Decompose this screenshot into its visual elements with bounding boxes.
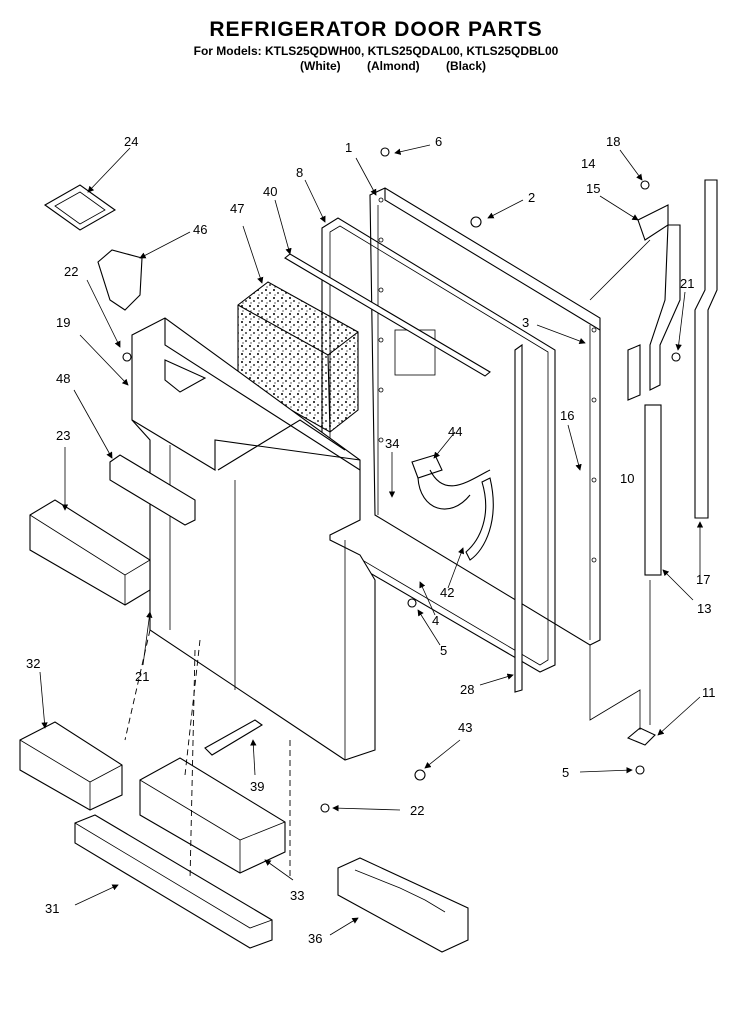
callout-39: 39 xyxy=(250,779,264,794)
callout-10: 10 xyxy=(620,471,634,486)
door-bin-large xyxy=(139,757,286,874)
callout-34: 33 xyxy=(290,888,304,903)
trim-frame xyxy=(43,184,117,231)
egg-tray xyxy=(337,857,469,953)
callout-31: 34 xyxy=(385,436,399,451)
callout-46: 43 xyxy=(458,720,472,735)
bracket xyxy=(109,454,196,526)
leader-lines xyxy=(39,144,704,936)
callout-21: 21 xyxy=(135,669,149,684)
water-tube xyxy=(465,477,494,561)
inner-door-liner xyxy=(131,317,376,761)
callout-44: 46 xyxy=(193,222,207,237)
dispenser-cup xyxy=(97,249,143,311)
callout-4: 4 xyxy=(432,613,439,628)
finish-black: (Black) xyxy=(446,59,487,73)
callout-18: 17 xyxy=(696,572,710,587)
callout-19: 19 xyxy=(56,315,70,330)
callout-labels: 24 46 22 19 48 23 47 40 8 1 6 2 3 18 14 … xyxy=(26,134,716,946)
callout-32: 31 xyxy=(45,901,59,916)
breaker-strip xyxy=(284,253,491,377)
assembly-lines xyxy=(124,239,651,881)
callout-12: 14 xyxy=(581,156,595,171)
callout-43: 44 xyxy=(448,424,462,439)
callout-3: 3 xyxy=(522,315,529,330)
hinge-assembly xyxy=(627,204,681,576)
screw-icons xyxy=(122,147,681,813)
door-lever xyxy=(204,719,264,756)
callout-23: 23 xyxy=(56,428,70,443)
door-stop-strip xyxy=(694,179,718,519)
callout-28: 28 xyxy=(460,682,474,697)
callout-33: 32 xyxy=(26,656,40,671)
callout-15: 16 xyxy=(560,408,574,423)
callout-16: 18 xyxy=(606,134,620,149)
callout-13: 15 xyxy=(586,181,600,196)
callout-2: 2 xyxy=(528,190,535,205)
callout-42: 42 xyxy=(440,585,454,600)
model-list: For Models: KTLS25QDWH00, KTLS25QDAL00, … xyxy=(193,44,559,58)
callout-48: 48 xyxy=(56,371,70,386)
wire-harness xyxy=(411,454,491,510)
callout-22: 22 xyxy=(64,264,78,279)
hinge-pin-bracket xyxy=(626,727,656,746)
channel-strip xyxy=(514,343,523,693)
callout-1: 1 xyxy=(345,140,352,155)
callout-11: 11 xyxy=(702,685,716,700)
callout-22-bottom: 22 xyxy=(410,803,424,818)
callout-5-top: 5 xyxy=(440,643,447,658)
callout-8: 8 xyxy=(296,165,303,180)
finish-white: (White) xyxy=(300,59,341,73)
dispenser-cover xyxy=(29,499,151,606)
callout-36: 36 xyxy=(308,931,322,946)
outer-door-panel xyxy=(369,187,601,646)
callout-14: 13 xyxy=(697,601,711,616)
callout-40: 40 xyxy=(263,184,277,199)
callout-47: 47 xyxy=(230,201,244,216)
callout-6: 6 xyxy=(435,134,442,149)
page-title: REFRIGERATOR DOOR PARTS xyxy=(209,18,543,41)
door-bin-small xyxy=(19,721,123,811)
finish-list: (White) (Almond) (Black) xyxy=(0,59,752,75)
shelf-trim-bar xyxy=(74,814,273,949)
finish-almond: (Almond) xyxy=(367,59,420,73)
callout-24: 24 xyxy=(124,134,138,149)
callout-5-bottom: 5 xyxy=(562,765,569,780)
callout-17: 21 xyxy=(680,276,694,291)
